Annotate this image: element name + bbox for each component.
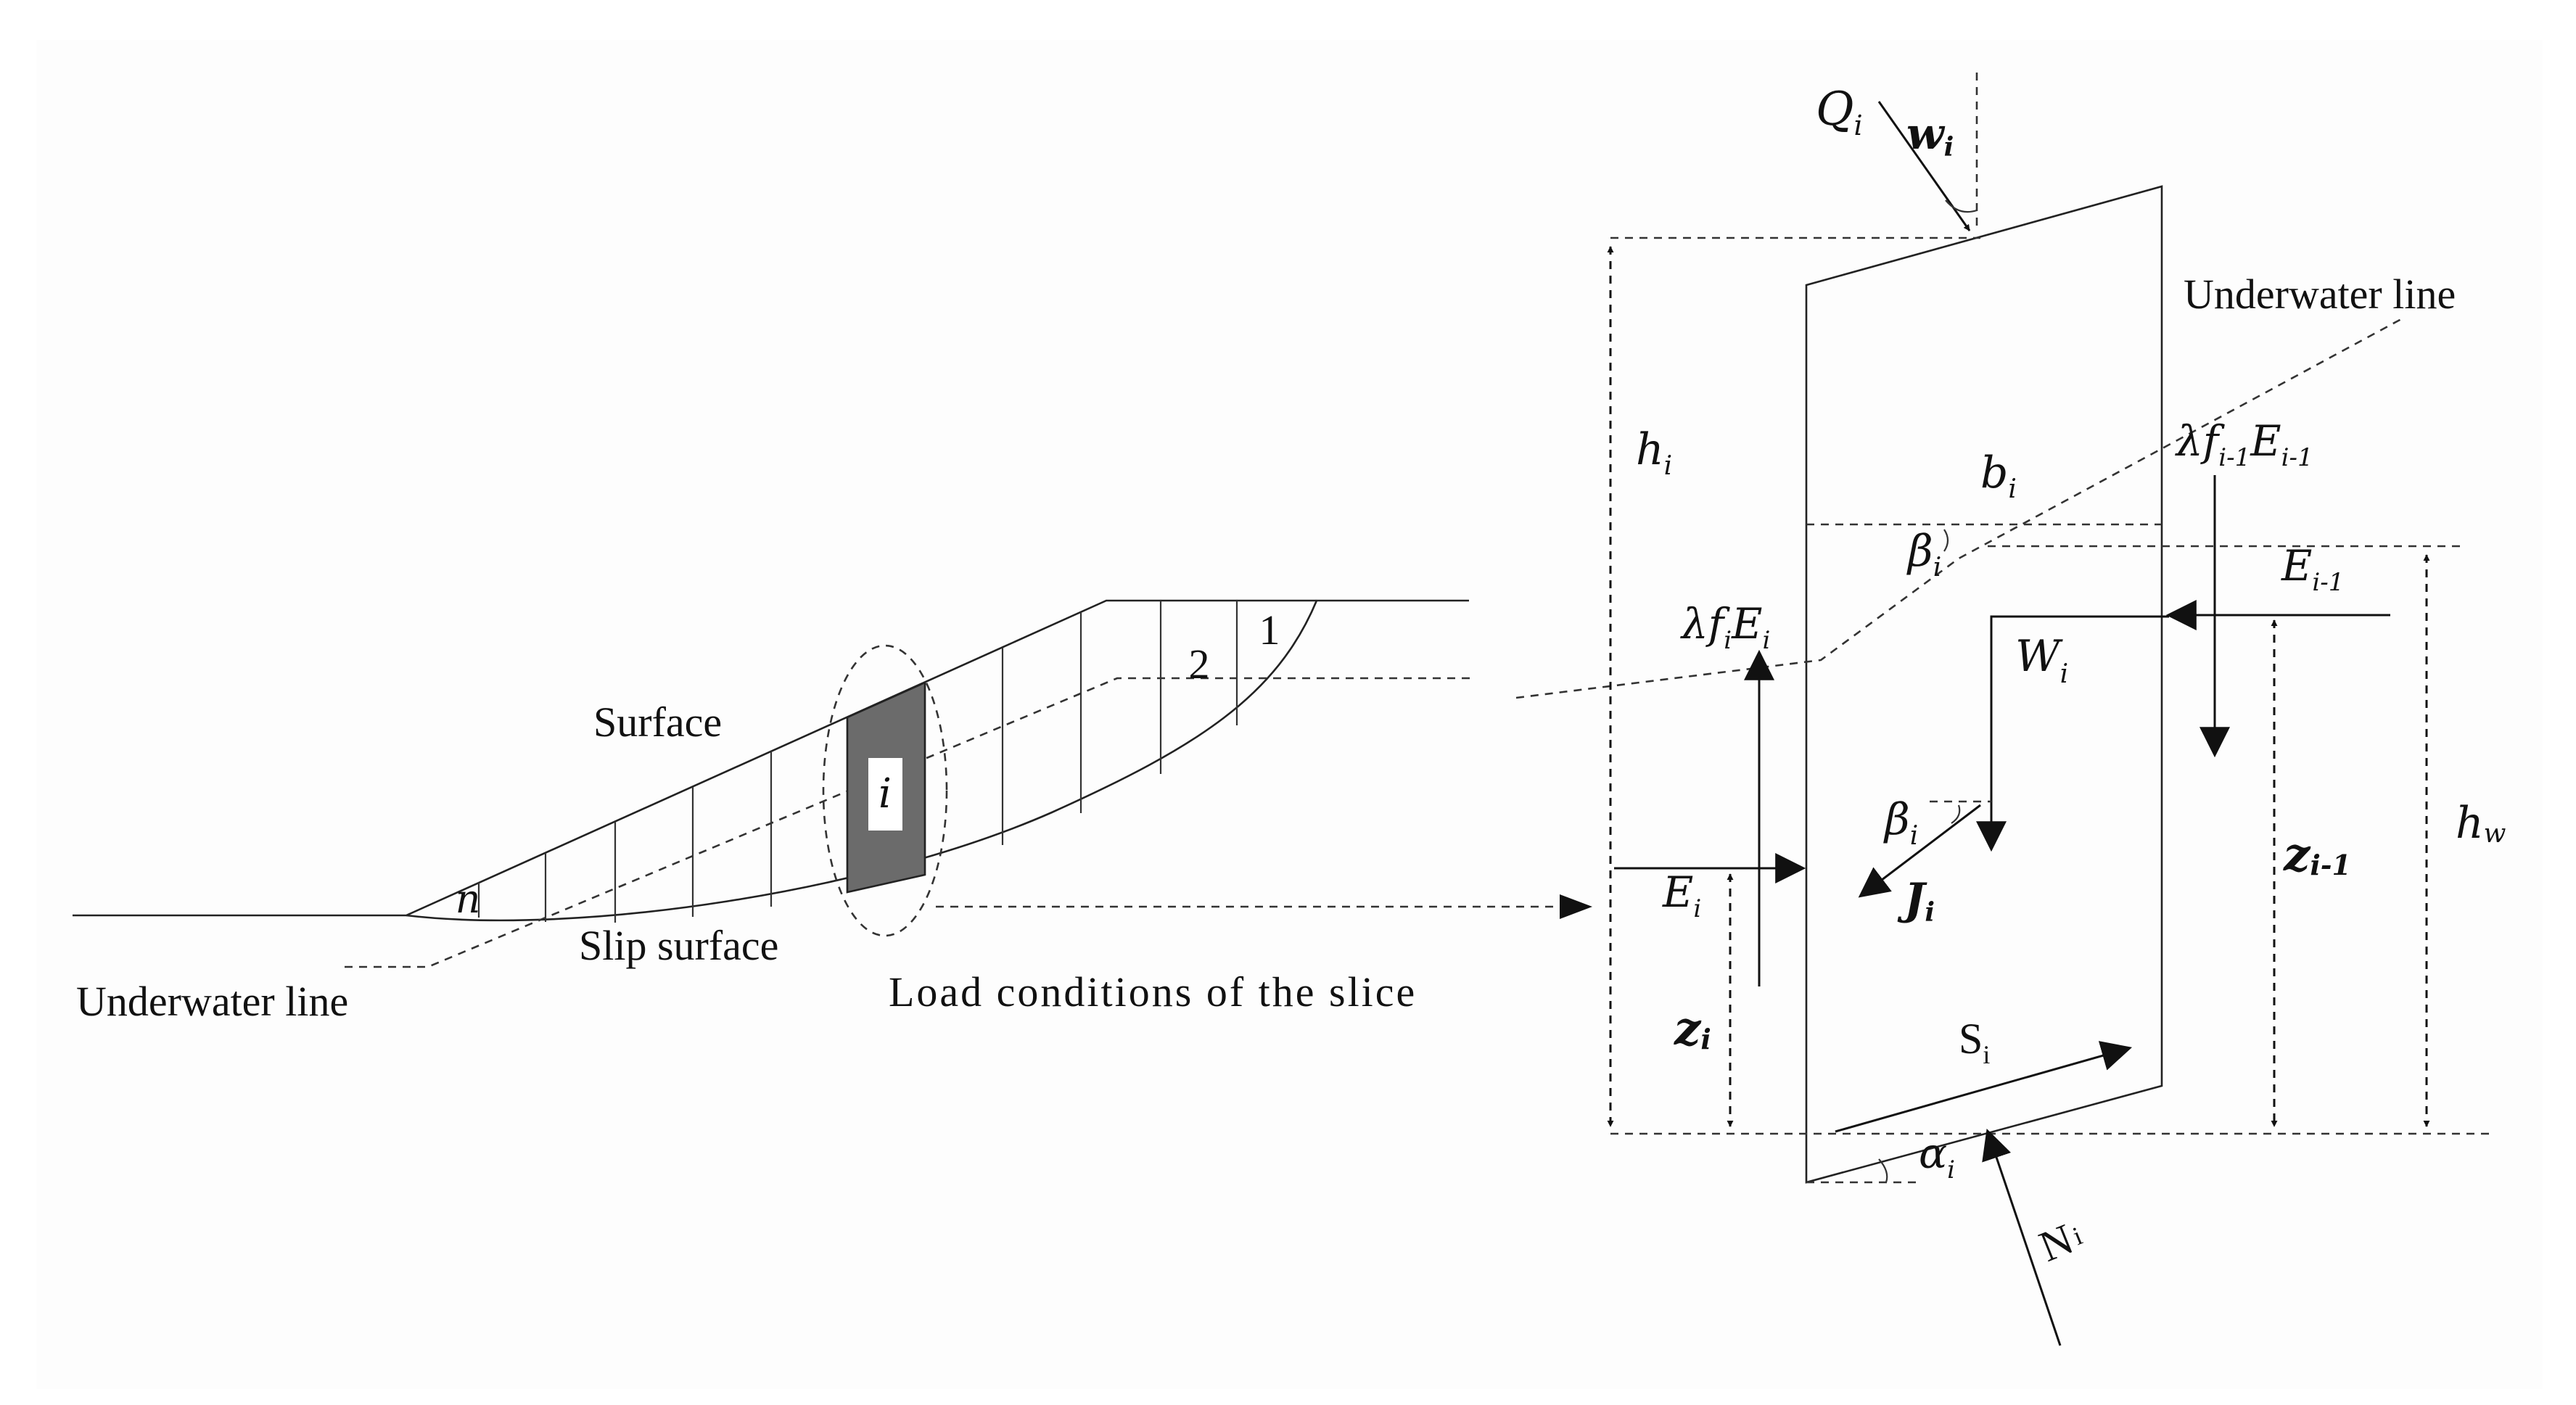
slice-i-label: i (878, 770, 892, 817)
background-panel (36, 40, 2543, 1389)
beta-mid-label: βi (1883, 794, 1918, 851)
beta-top-label: βi (1906, 526, 1941, 582)
shear-label: Si (1959, 1015, 1990, 1069)
underwater-line-right-label: Underwater line (2184, 271, 2456, 318)
slice-body (1805, 185, 2163, 1184)
underwater-line-right (1515, 318, 2402, 699)
z-prev-label: zi-1 (2283, 828, 2351, 882)
beta-mid-arc (1951, 804, 1961, 824)
z-cur-label: zi (1674, 1002, 1711, 1056)
lambda-cur-label: λfiEi (1680, 599, 1770, 655)
q-load-arrow (1877, 101, 1971, 231)
lambda-prev-label: λfi-1Ei-1 (2175, 416, 2313, 472)
slope-section: i n 1 2 Surface Slip surface Underwater … (73, 599, 1592, 1025)
underwater-line-left-label: Underwater line (76, 978, 348, 1025)
slice-i-label-box (868, 758, 902, 831)
hw-label: hw (2456, 798, 2506, 849)
normal-arrow (1982, 1129, 2062, 1346)
shear-arrow (1835, 1041, 2133, 1133)
b-label: bi (1980, 448, 2017, 504)
slice-1-label: 1 (1259, 606, 1280, 654)
slip-surface-label: Slip surface (579, 922, 778, 969)
weight-label: Wi (2015, 631, 2068, 689)
alpha-label: αi (1919, 1129, 1955, 1184)
weight-arrow-path (1976, 615, 2169, 852)
surface-label: Surface (593, 699, 722, 746)
slice-force-diagram: Qi wi Underwater line hi bi βi λfi-1Ei-1… (1515, 73, 2506, 1346)
alpha-arc (1878, 1158, 1888, 1183)
q-label: Qi (1816, 83, 1863, 141)
slice-n-label: n (456, 876, 481, 922)
force-labels: Qi wi Underwater line hi bi βi λfi-1Ei-1… (1636, 83, 2506, 1271)
slice-2-label: 2 (1189, 640, 1210, 688)
underwater-line-left (345, 677, 1473, 968)
e-cur-label: Ei (1662, 868, 1701, 923)
beta-top-arc (1943, 529, 1949, 552)
ground-line (73, 599, 1469, 917)
connector-arrowhead (1560, 894, 1592, 919)
seepage-arrow (1858, 804, 1981, 898)
w-label: wi (1906, 109, 1954, 162)
h-label: hi (1636, 424, 1672, 481)
slip-surface-curve (406, 600, 1318, 922)
slice-focus-ellipse (822, 644, 948, 937)
w-angle-arc (1945, 199, 1978, 213)
e-prev-label: Ei-1 (2281, 541, 2344, 597)
load-conditions-label: Load conditions of the slice (889, 968, 1417, 1015)
